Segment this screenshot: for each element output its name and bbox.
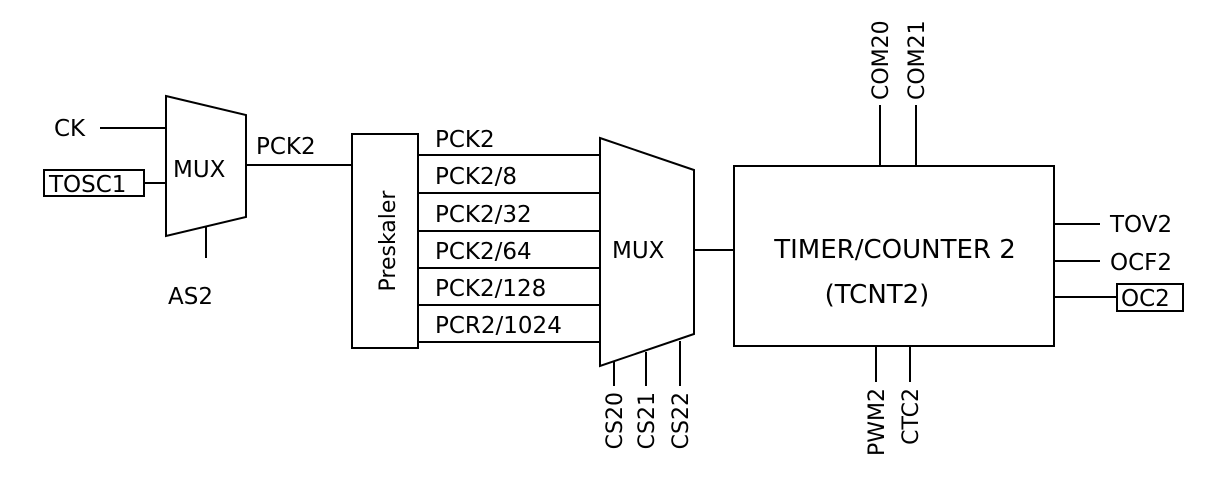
mux2-block bbox=[599, 136, 695, 368]
prescaler-output-label: PCK2/128 bbox=[435, 276, 546, 302]
cs21-label: CS21 bbox=[635, 392, 660, 449]
mux1-block bbox=[165, 94, 247, 238]
pwm2-label: PWM2 bbox=[865, 388, 890, 456]
cs22-label: CS22 bbox=[669, 392, 694, 449]
prescaler-output-label: PCK2/32 bbox=[435, 202, 532, 228]
mux1-label: MUX bbox=[173, 157, 226, 183]
com21-label: COM21 bbox=[905, 20, 930, 100]
com20-label: COM20 bbox=[869, 20, 894, 100]
prescaler-output-label: PCK2/64 bbox=[435, 239, 532, 265]
prescaler-output-label: PCR2/1024 bbox=[435, 313, 562, 339]
prescaler-label: Preskaler bbox=[376, 190, 401, 292]
mux2-label: MUX bbox=[612, 238, 665, 264]
ck-label: CK bbox=[54, 116, 86, 142]
cs20-label: CS20 bbox=[603, 392, 628, 449]
ctc2-label: CTC2 bbox=[899, 388, 924, 445]
prescaler-output-label: PCK2/8 bbox=[435, 164, 517, 190]
oc2-label: OC2 bbox=[1121, 286, 1170, 312]
prescaler-output-label: PCK2 bbox=[435, 127, 495, 153]
ocf2-label: OCF2 bbox=[1110, 250, 1172, 276]
tosc1-label: TOSC1 bbox=[48, 172, 126, 198]
timer-subtitle: (TCNT2) bbox=[825, 280, 930, 310]
tov2-label: TOV2 bbox=[1109, 212, 1172, 238]
prescaler-block bbox=[351, 133, 419, 349]
timer-title: TIMER/COUNTER 2 bbox=[773, 235, 1016, 265]
timer-counter-block bbox=[733, 165, 1055, 347]
oc2-pin-box bbox=[1116, 283, 1184, 312]
pck2-out-label: PCK2 bbox=[256, 134, 316, 160]
as2-label: AS2 bbox=[168, 284, 213, 310]
